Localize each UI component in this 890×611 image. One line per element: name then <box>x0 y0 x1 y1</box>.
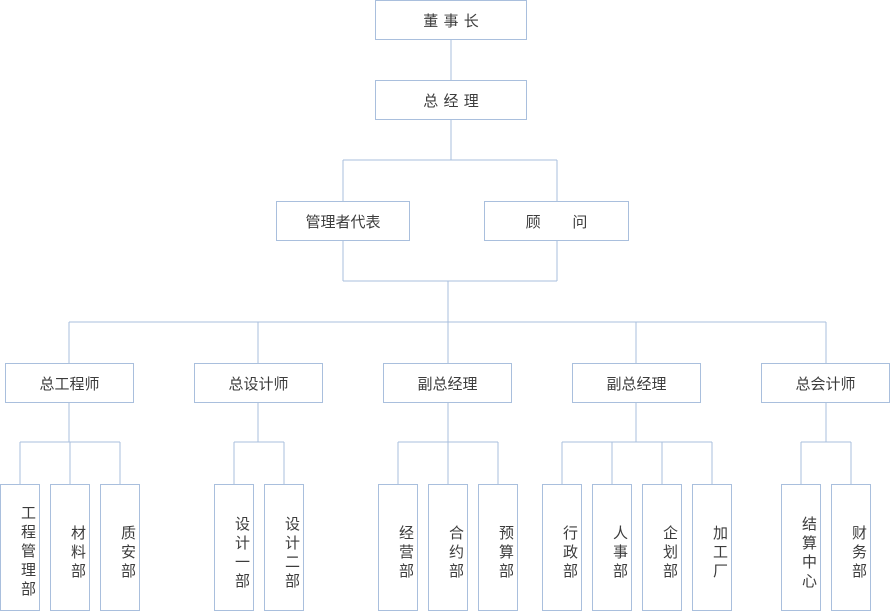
deputy-gm-box: 副总经理 <box>572 363 701 403</box>
department-box: 加工厂 <box>692 484 732 611</box>
department-box: 材料部 <box>50 484 90 611</box>
department-box: 经营部 <box>378 484 418 611</box>
department-box: 工程管理部 <box>0 484 40 611</box>
chief-engineer-box: 总工程师 <box>5 363 134 403</box>
department-box: 设计一部 <box>214 484 254 611</box>
department-box: 质安部 <box>100 484 140 611</box>
deputy-gm-box: 副总经理 <box>383 363 512 403</box>
chairman-box: 董事长 <box>375 0 527 40</box>
advisor-box: 顾 问 <box>484 201 629 241</box>
department-box: 财务部 <box>831 484 871 611</box>
chief-designer-box: 总设计师 <box>194 363 323 403</box>
department-box: 企划部 <box>642 484 682 611</box>
department-box: 人事部 <box>592 484 632 611</box>
department-box: 合约部 <box>428 484 468 611</box>
department-box: 设计二部 <box>264 484 304 611</box>
department-box: 预算部 <box>478 484 518 611</box>
management-rep-box: 管理者代表 <box>276 201 410 241</box>
department-box: 行政部 <box>542 484 582 611</box>
general-manager-box: 总经理 <box>375 80 527 120</box>
chief-accountant-box: 总会计师 <box>761 363 890 403</box>
department-box: 结算中心 <box>781 484 821 611</box>
